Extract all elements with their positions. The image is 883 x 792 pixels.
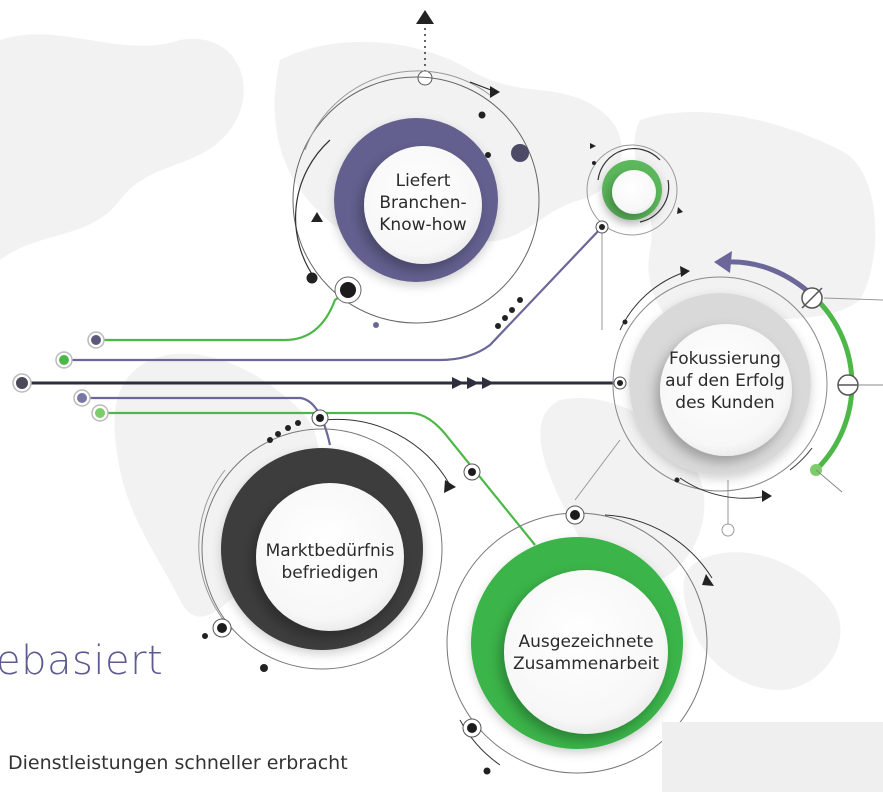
section-heading-fragment: ebasiert xyxy=(0,638,164,684)
flow-line-purple-upper xyxy=(64,226,603,362)
top-arrow xyxy=(416,10,434,86)
body-text-fragment: Dienstleistungen schneller erbracht xyxy=(8,752,348,774)
node-fokus xyxy=(629,293,811,475)
node-connector-lines xyxy=(574,227,883,525)
node-markt-decor xyxy=(198,418,456,670)
node-markt-dots xyxy=(202,409,329,672)
flow-line-green-top xyxy=(96,289,349,342)
node-branchen-decor xyxy=(292,70,540,324)
node-branchen-dots xyxy=(306,111,529,329)
flow-line-purple-lower xyxy=(82,396,332,446)
node-branchen xyxy=(334,118,498,282)
node-fokus-markers xyxy=(613,287,883,537)
small-green-ring xyxy=(586,143,683,236)
gray-panel xyxy=(662,722,883,792)
line-endpoints xyxy=(12,331,109,422)
flow-lines xyxy=(22,226,620,546)
node-zusammen-dots xyxy=(462,463,585,775)
flow-line-green-lower xyxy=(100,411,536,546)
node-zusammen xyxy=(471,537,683,749)
main-line-arrows xyxy=(452,377,494,389)
node-markt xyxy=(221,448,423,650)
